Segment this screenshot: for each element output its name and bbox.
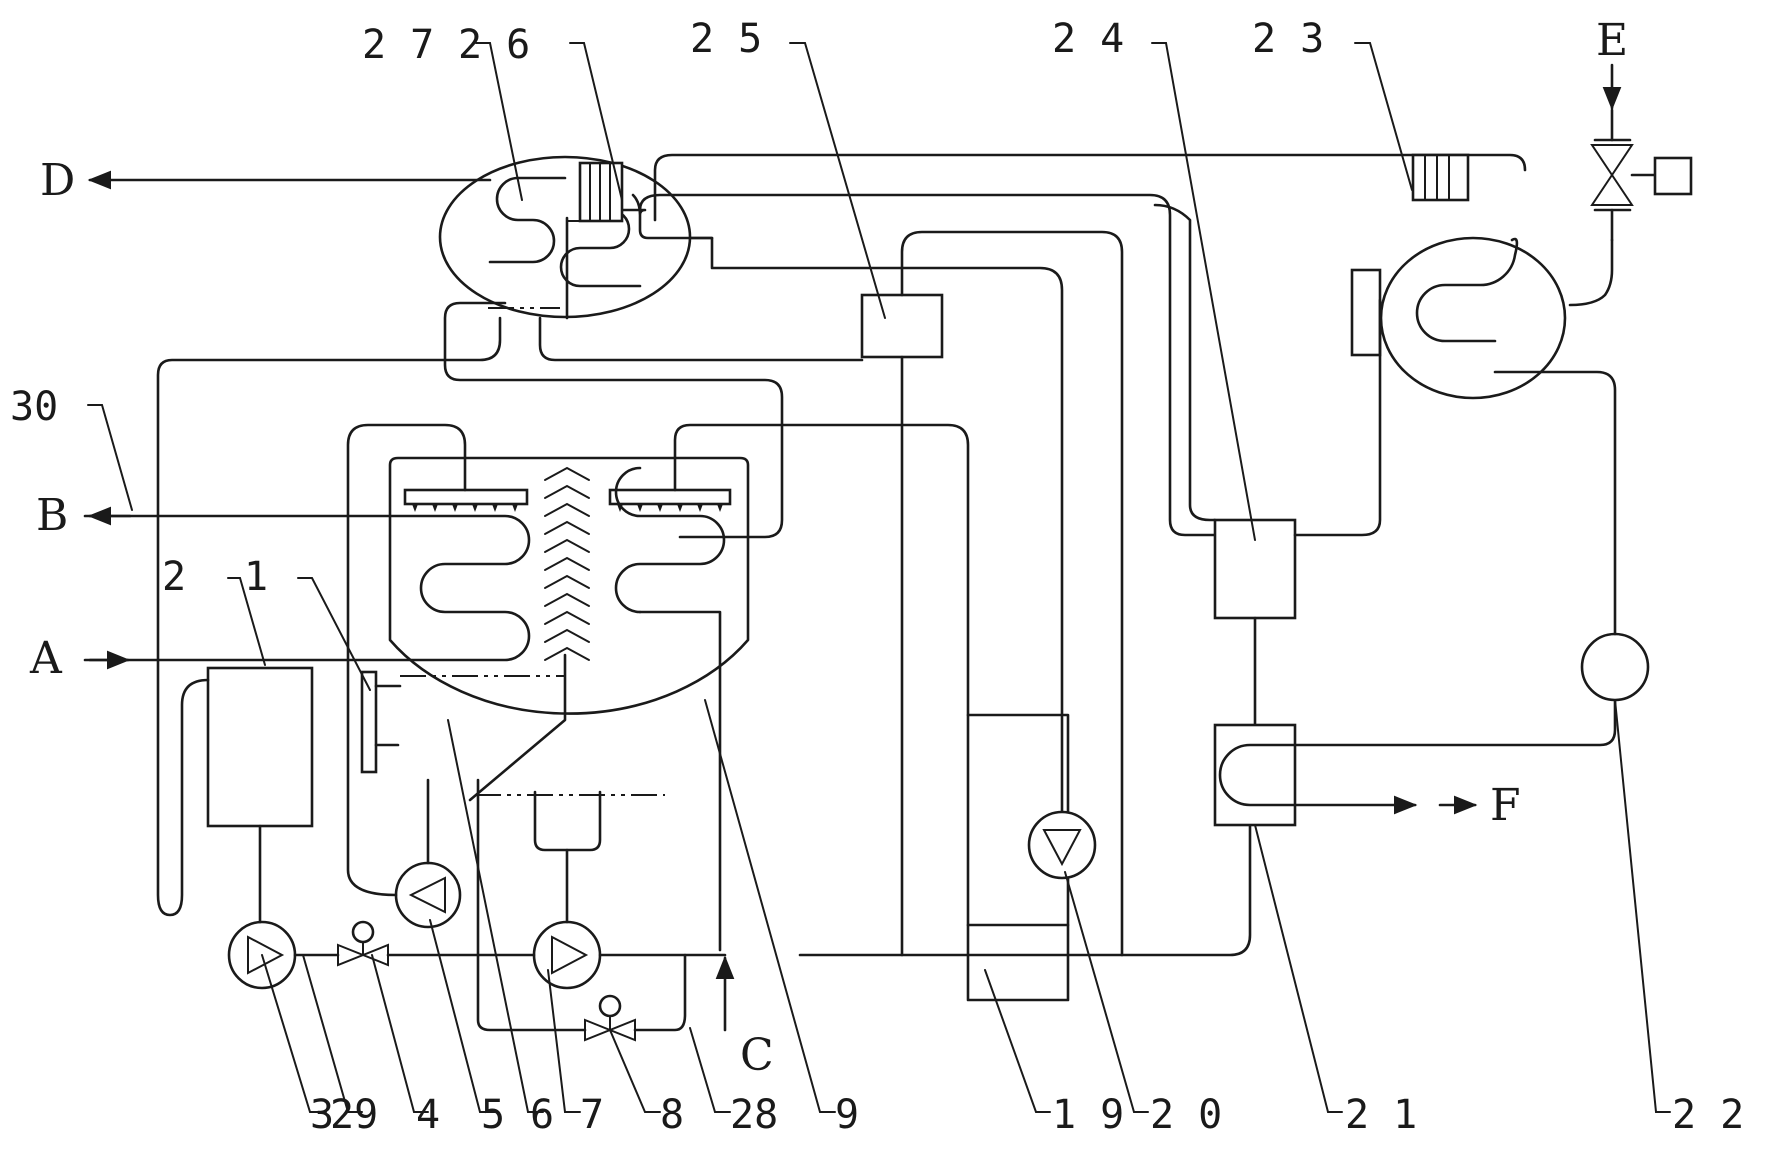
callout-1: 1 [244, 554, 268, 600]
component-25 [673, 230, 1124, 957]
spray-bar-right [608, 488, 732, 512]
callout-7: 7 [580, 1092, 604, 1138]
heat-exchanger-23 [1293, 153, 1614, 537]
level-gauge [360, 670, 402, 774]
spray-bar-left [403, 488, 529, 512]
callout-26: 2 6 [458, 22, 530, 68]
component-22 [1493, 370, 1650, 702]
callout-24: 2 4 [1052, 16, 1124, 62]
coil-right [614, 466, 726, 952]
callout-19: 1 9 [1052, 1092, 1124, 1138]
stream-labels: A B C D E F [29, 15, 1628, 1081]
demister-chevrons [544, 466, 590, 661]
valve-4 [337, 920, 389, 967]
callout-8: 8 [660, 1092, 684, 1138]
callout-6: 6 [530, 1092, 554, 1138]
top-piping-left [443, 153, 1527, 847]
callout-30: 30 [10, 384, 58, 430]
callout-22: 2 2 [1672, 1092, 1744, 1138]
callout-4: 4 [416, 1092, 440, 1138]
column-19 [966, 713, 1070, 1002]
label-c: C [740, 1030, 774, 1081]
callout-numbers: 2 7 2 6 2 5 2 4 2 3 30 2 1 3 29 4 5 6 7 … [10, 16, 1744, 1138]
component-21 [1213, 698, 1617, 827]
label-b: B [36, 490, 68, 541]
component-24 [1153, 203, 1297, 727]
label-e: E [1596, 15, 1628, 66]
tank-2 [206, 666, 314, 828]
main-vessel [388, 456, 750, 852]
callout-9: 9 [835, 1092, 859, 1138]
pump-20 [1027, 810, 1097, 880]
pump-7 [532, 920, 602, 990]
callout-2: 2 [162, 554, 186, 600]
callout-28: 28 [730, 1092, 778, 1138]
label-d: D [40, 155, 75, 206]
callout-20: 2 0 [1150, 1092, 1222, 1138]
label-f: F [1490, 780, 1521, 831]
valve-8 [584, 994, 636, 1042]
callout-3: 3 [310, 1092, 334, 1138]
label-a: A [29, 633, 63, 684]
callout-23: 2 3 [1252, 16, 1324, 62]
callout-27: 2 7 [362, 22, 434, 68]
leader-lines [87, 42, 1671, 1113]
pump-5 [394, 861, 462, 929]
callout-21: 2 1 [1345, 1092, 1417, 1138]
bottom-piping [156, 316, 1252, 1032]
callout-5: 5 [481, 1092, 505, 1138]
callout-25: 2 5 [690, 16, 762, 62]
callout-29: 29 [330, 1092, 378, 1138]
control-valve-e [1590, 63, 1693, 242]
coil-left [83, 514, 531, 662]
